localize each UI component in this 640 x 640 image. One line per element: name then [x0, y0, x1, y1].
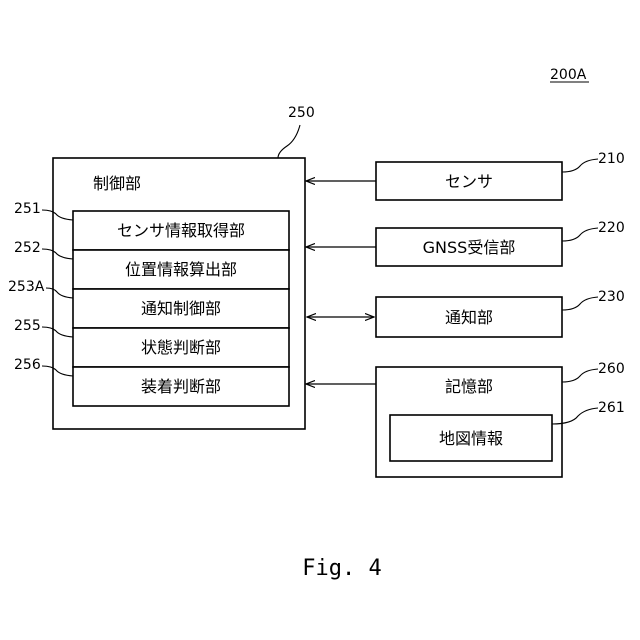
module-wearing-judge-label: 装着判断部 [141, 377, 221, 396]
gnss-receiver-ref: 220 [598, 220, 625, 236]
storage-unit-ref: 260 [598, 361, 625, 377]
sensor-label: センサ [445, 172, 493, 191]
module-state-judge-ref: 255 [14, 318, 41, 334]
gnss-receiver-label: GNSS受信部 [423, 238, 516, 257]
module-sensor-info-label: センサ情報取得部 [117, 221, 245, 240]
notification-unit-label: 通知部 [445, 308, 493, 327]
module-notify-control-label: 通知制御部 [141, 299, 221, 318]
gnss-receiver-leader [562, 228, 598, 241]
figure-ref-label: 200A [550, 67, 587, 83]
notification-unit-ref: 230 [598, 289, 625, 305]
storage-unit-leader [562, 369, 598, 382]
storage-unit-label: 記憶部 [445, 377, 493, 396]
module-wearing-judge-ref: 256 [14, 357, 41, 373]
control-unit-ref: 250 [288, 105, 315, 121]
module-position-info-ref: 252 [14, 240, 41, 256]
module-state-judge-label: 状態判断部 [141, 338, 221, 357]
map-info-label: 地図情報 [439, 429, 503, 448]
notification-unit-leader [562, 297, 598, 310]
module-notify-control-ref: 253A [8, 279, 45, 295]
map-info-ref: 261 [598, 400, 625, 416]
control-unit-title: 制御部 [93, 174, 141, 193]
sensor-leader [562, 159, 598, 172]
module-sensor-info-ref: 251 [14, 201, 41, 217]
module-position-info-label: 位置情報算出部 [125, 260, 237, 279]
figure-caption: Fig. 4 [302, 556, 381, 581]
control-unit-leader [278, 125, 300, 158]
sensor-ref: 210 [598, 151, 625, 167]
